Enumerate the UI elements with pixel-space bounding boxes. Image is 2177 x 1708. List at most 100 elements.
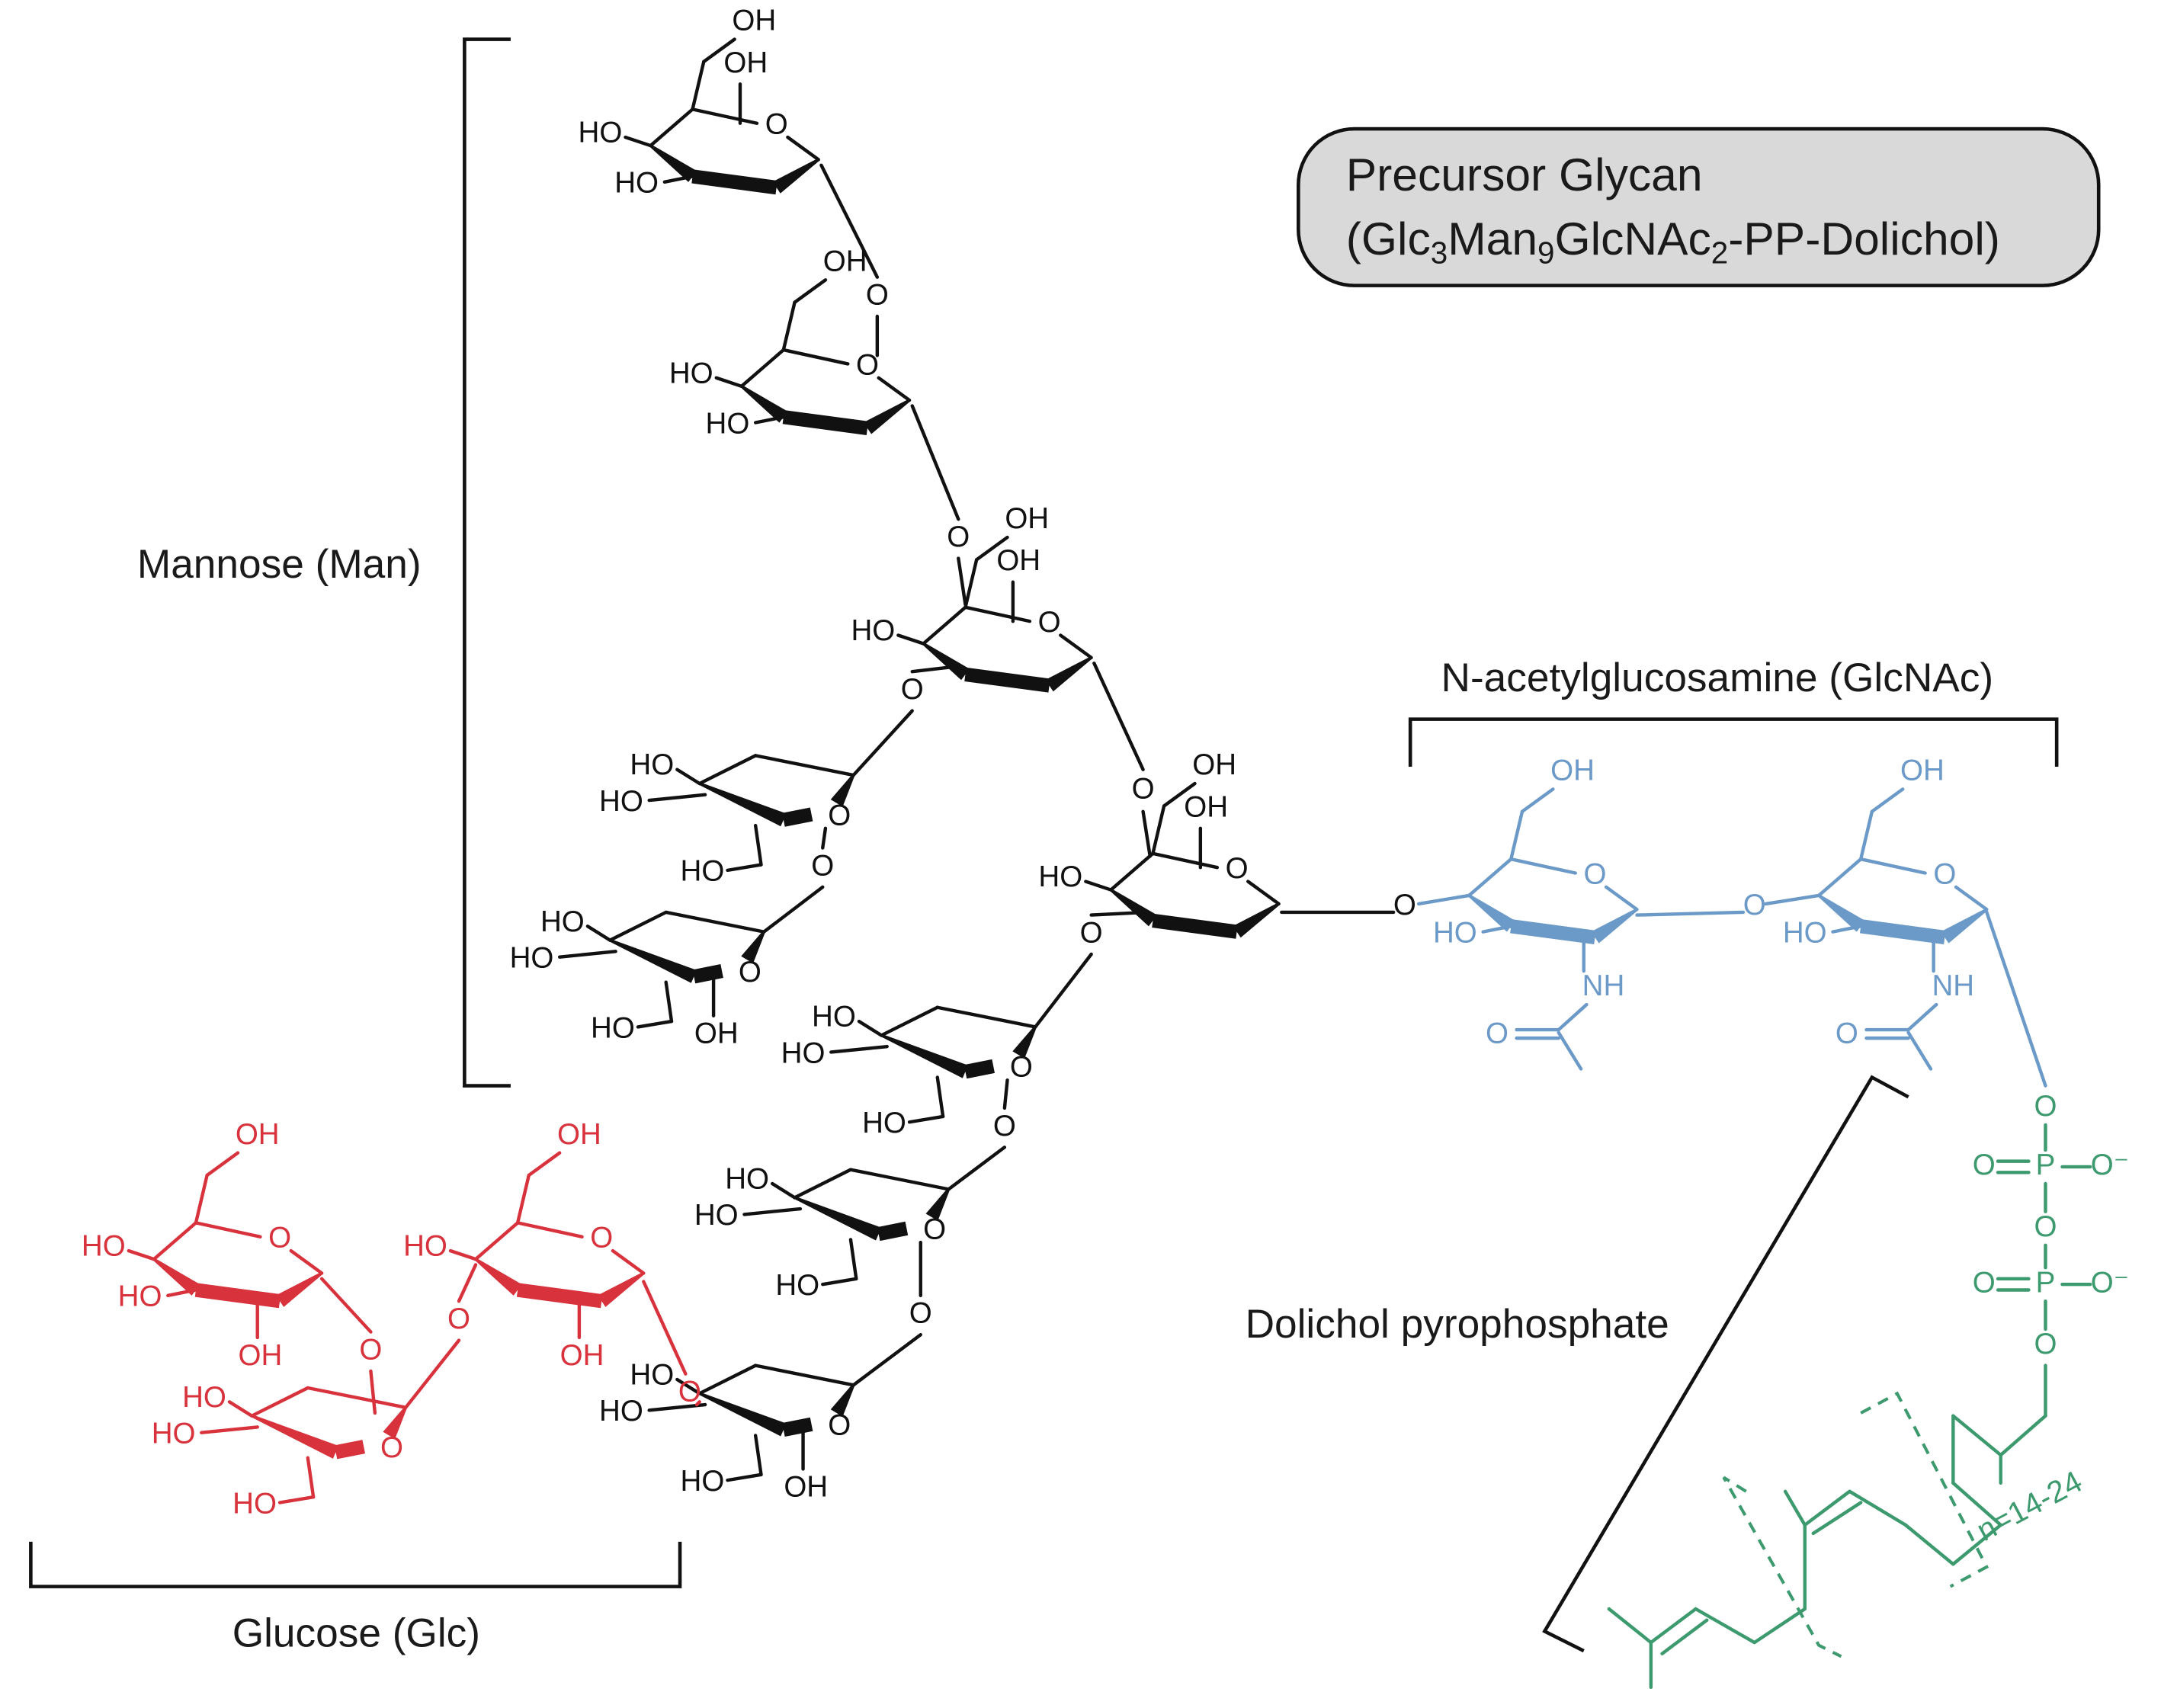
bond	[753, 1364, 855, 1387]
hydroxyl-label: HO	[851, 614, 895, 647]
ring-oxygen: O	[1583, 857, 1606, 890]
ring-oxygen: O	[268, 1222, 291, 1255]
ring-oxygen: O	[1933, 857, 1956, 890]
front-bond	[963, 1059, 995, 1079]
hydroxyl-label: HO	[614, 167, 659, 200]
bond	[1416, 893, 1471, 906]
hydroxyl-label: HO	[681, 855, 725, 888]
glycosidic-oxygen: O	[447, 1303, 470, 1335]
ring-oxygen: O	[923, 1213, 946, 1246]
hydroxyl-label: HO	[725, 1163, 769, 1196]
ring-oxygen: O	[1038, 606, 1061, 639]
ring-oxygen: O	[765, 108, 788, 141]
hydroxyl-label: OH	[694, 1017, 739, 1050]
chain-bond	[1951, 1481, 2002, 1527]
chain-bond	[1999, 1414, 2047, 1457]
hydroxyl-label: HO	[669, 357, 713, 389]
bond	[1246, 880, 1281, 906]
bond	[910, 404, 960, 521]
hydroxyl-label: OH	[723, 46, 768, 79]
phosphate-oxygen: O	[1973, 1149, 1996, 1181]
bond	[1151, 804, 1166, 856]
bond	[726, 1472, 763, 1482]
front-bond	[516, 1283, 603, 1309]
bond	[974, 535, 1009, 562]
glycosidic-oxygen: O	[993, 1110, 1016, 1142]
ring-oxygen: O	[380, 1431, 403, 1464]
front-bond	[964, 667, 1050, 693]
bond	[1954, 885, 1989, 912]
sugar-residues: OOHOHHOHOOOHHOHOOOHOHHOOOHOHHOOHOHOHOOHO…	[82, 5, 1989, 1520]
bond	[194, 1173, 209, 1225]
phosphate-oxygen: O	[1973, 1266, 1996, 1299]
chain-bond	[1951, 1414, 2002, 1457]
bond	[1141, 809, 1152, 858]
repeat-bracket-left	[1722, 1476, 1842, 1658]
bond	[515, 1173, 531, 1225]
hydroxyl-label: OH	[823, 245, 867, 277]
bond	[152, 1221, 198, 1261]
front-bond	[276, 1271, 323, 1307]
bond	[848, 1168, 951, 1191]
bond	[306, 1456, 316, 1499]
bond	[1109, 851, 1155, 892]
glcnac-bracket	[1408, 717, 2059, 767]
bond	[1162, 781, 1197, 808]
hydroxyl-label: HO	[599, 1395, 643, 1428]
front-bond	[334, 1440, 366, 1460]
bond	[557, 950, 617, 959]
glucose-bracket	[29, 1541, 682, 1588]
glycosidic-oxygen: O	[909, 1297, 932, 1330]
ring-oxygen: O	[1010, 1051, 1033, 1084]
bond	[691, 59, 706, 111]
phosphate-oxygen: O⁻	[2091, 1149, 2129, 1181]
hydroxyl-label: HO	[781, 1037, 826, 1069]
glcnac-label: N-acetylglucosamine (GlcNAc)	[1441, 655, 1994, 700]
bond	[781, 348, 850, 366]
chain-bond	[1649, 1607, 1698, 1645]
bond	[457, 1263, 478, 1303]
bond	[1764, 893, 1821, 906]
carbonyl-oxygen: O	[1486, 1017, 1509, 1050]
bond	[753, 823, 763, 867]
front-bond	[251, 1415, 339, 1459]
front-bond	[649, 144, 697, 182]
phosphate-oxygen: O⁻	[2091, 1266, 2129, 1299]
bond	[647, 793, 707, 803]
hydroxyl-label: HO	[681, 1465, 725, 1498]
front-bond	[782, 807, 813, 827]
amine-label: NH	[1932, 969, 1974, 1002]
dolichol-label: Dolichol pyrophosphate	[1246, 1302, 1669, 1347]
glycosidic-oxygen: O	[947, 521, 970, 553]
bond	[675, 1377, 701, 1396]
bond	[753, 754, 855, 777]
chain-bond	[1607, 1607, 1653, 1645]
front-bond	[740, 385, 788, 423]
bond	[793, 278, 828, 304]
repeat-bracket-right	[1860, 1391, 1989, 1588]
front-bond	[880, 1033, 969, 1078]
bond	[697, 1364, 758, 1396]
chain-bond	[1903, 1523, 1955, 1566]
bond	[277, 1495, 316, 1505]
bond	[1870, 787, 1905, 813]
phosphate-oxygen: O	[2034, 1328, 2057, 1360]
bond	[1906, 1002, 1938, 1032]
bond	[1002, 1078, 1009, 1110]
bond	[1059, 633, 1093, 660]
bond	[585, 924, 612, 942]
bond	[793, 1168, 853, 1200]
phosphate-oxygen: O	[2034, 1090, 2057, 1123]
hydroxyl-label: HO	[579, 117, 623, 149]
glycosidic-oxygen: O	[866, 279, 889, 312]
bond	[880, 1005, 939, 1037]
bond	[922, 605, 967, 646]
glycosidic-oxygen: O	[1132, 772, 1155, 805]
